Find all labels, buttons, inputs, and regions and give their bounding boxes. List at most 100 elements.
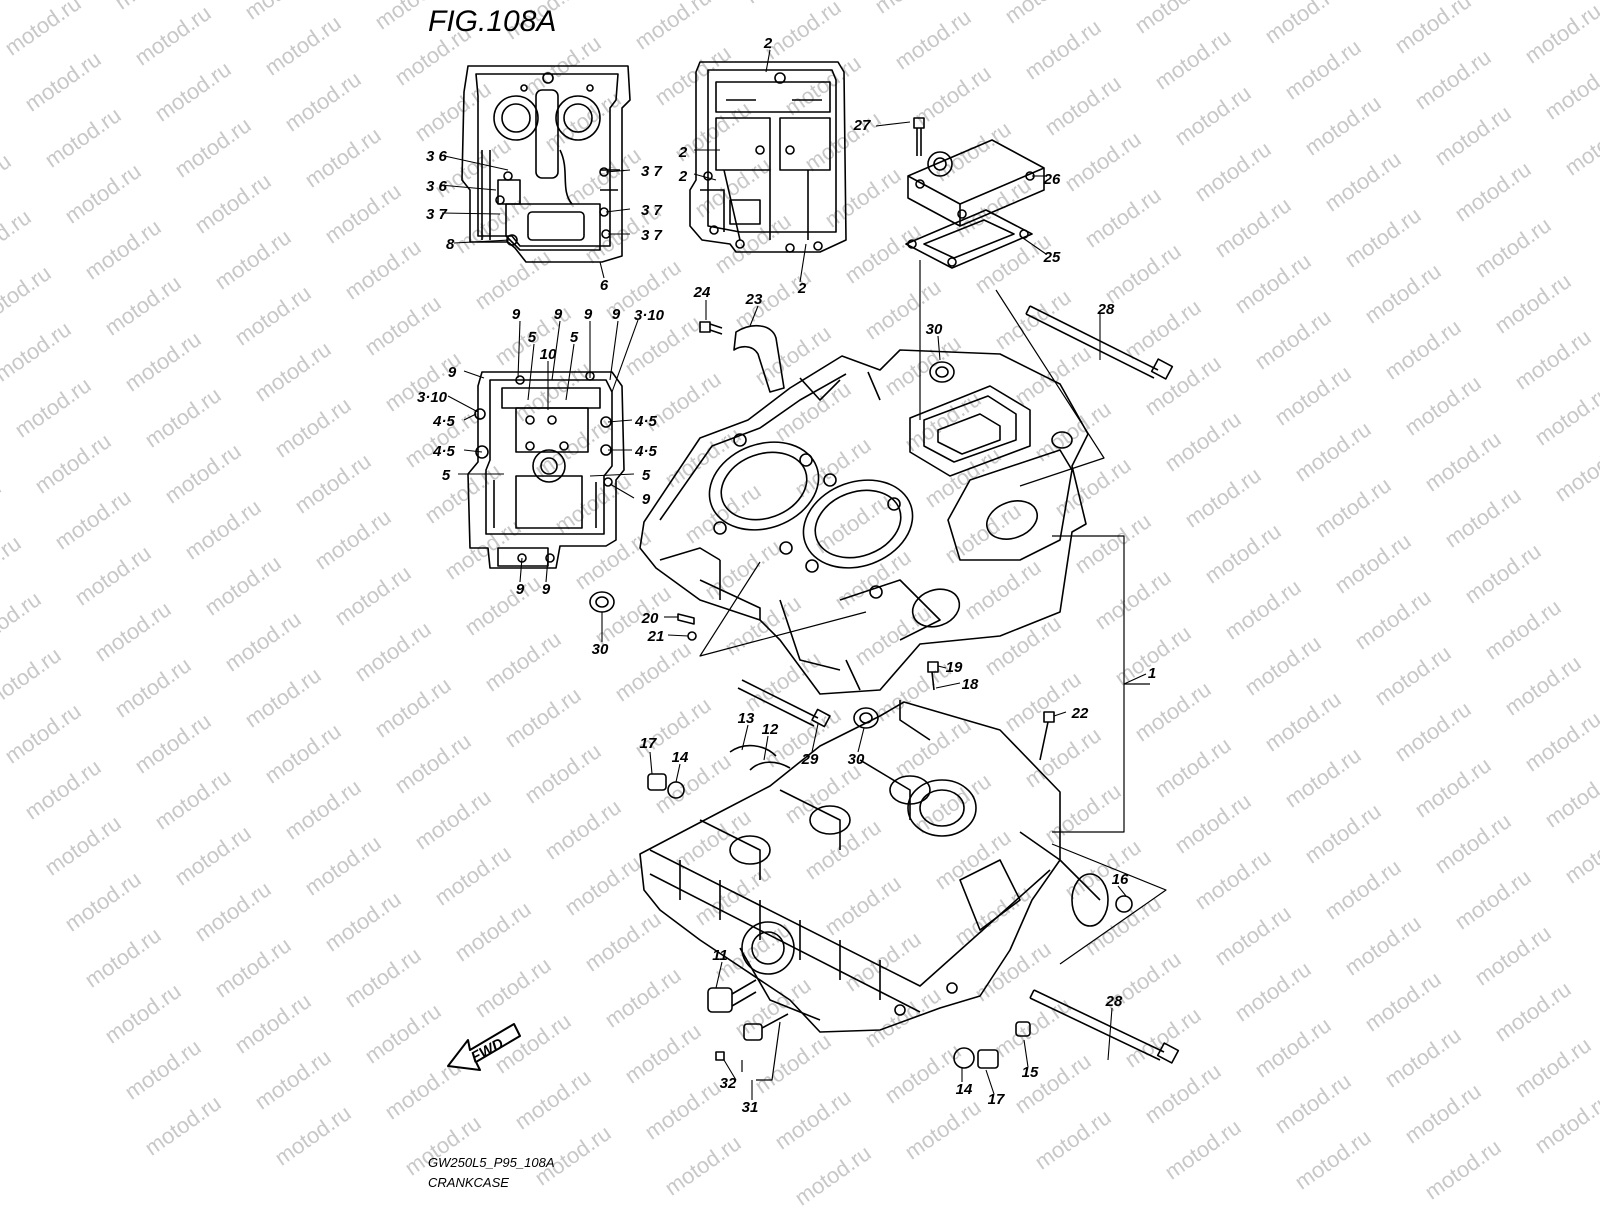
leader-line <box>1107 1007 1113 1061</box>
lower-crankcase <box>639 700 1109 1033</box>
callout-c51: 14 <box>672 749 689 766</box>
leader-line <box>611 319 639 393</box>
callout-c07: 3 7 <box>426 206 448 223</box>
callout-c15: 25 <box>1043 249 1061 266</box>
callout-c20: 9 <box>512 306 521 323</box>
callout-c25: 5 <box>528 329 537 346</box>
callout-c44: 1 <box>1148 665 1156 682</box>
callout-c28: 9 <box>448 364 457 381</box>
inset-upper-case-top <box>461 65 631 263</box>
callout-c11: 3 7 <box>641 202 663 219</box>
leader-line <box>1053 711 1067 717</box>
callout-c36: 9 <box>642 491 651 508</box>
leader-line <box>441 212 501 215</box>
small-parts <box>589 321 1133 1069</box>
callout-c41: 21 <box>647 628 665 645</box>
callout-c01: 2 <box>763 35 773 52</box>
leader-line <box>565 343 575 401</box>
callout-c46: 13 <box>738 710 755 727</box>
callout-c24: 3·10 <box>634 307 665 324</box>
figure-name: CRANKCASE <box>428 1175 509 1190</box>
callout-c48: 29 <box>801 751 819 768</box>
upper-crankcase <box>639 349 1089 695</box>
callout-c06: 3 6 <box>426 178 448 195</box>
leader-line <box>453 239 511 244</box>
bolt-28-upper <box>1025 305 1174 380</box>
leader-line <box>609 483 635 499</box>
leader-line <box>609 320 619 381</box>
leader-line <box>1123 673 1147 685</box>
callout-c14: 26 <box>1043 171 1061 188</box>
callout-c02: 2 <box>678 144 688 161</box>
callout-c54: 28 <box>1105 993 1123 1010</box>
callout-c10: 3 7 <box>641 163 663 180</box>
leader-line <box>605 169 631 173</box>
bolt-28-lower <box>1029 989 1180 1064</box>
leader-line <box>675 763 681 783</box>
callout-c39: 30 <box>592 641 609 658</box>
inset-upper-case-bottom <box>689 61 847 253</box>
callout-c16: 28 <box>1097 301 1115 318</box>
leader-line <box>589 473 635 477</box>
callout-c45: 22 <box>1071 705 1089 722</box>
callout-c23: 9 <box>612 306 621 323</box>
leader-line <box>649 751 653 775</box>
leader-line <box>463 370 485 379</box>
fwd-arrow-icon <box>447 1023 521 1071</box>
reference-lines <box>699 260 1167 1081</box>
figure-title: FIG.108A <box>428 5 556 38</box>
figure-code: GW250L5_P95_108A <box>428 1155 554 1170</box>
callout-c49: 30 <box>848 751 865 768</box>
leader-line <box>741 724 749 751</box>
callout-c58: 32 <box>720 1075 737 1092</box>
callout-c43: 18 <box>962 676 979 693</box>
leader-line <box>811 723 819 753</box>
callout-c19: 30 <box>926 321 943 338</box>
callout-c12: 3 7 <box>641 227 663 244</box>
callout-c29: 3·10 <box>417 389 448 406</box>
inset-lower-case-top <box>467 371 625 569</box>
callout-c08: 8 <box>446 236 455 253</box>
leader-line <box>527 343 535 401</box>
callout-c37: 9 <box>516 581 525 598</box>
callout-c04: 2 <box>797 280 807 297</box>
leader-line <box>765 49 771 73</box>
leader-line <box>693 173 717 181</box>
callout-c38: 9 <box>542 581 551 598</box>
callout-c27: 5 <box>570 329 579 346</box>
callout-c05: 3 6 <box>426 148 448 165</box>
callout-c31: 4·5 <box>432 443 455 460</box>
callout-c17: 24 <box>693 284 711 301</box>
callout-leaders <box>439 49 1147 1100</box>
leader-line <box>875 121 911 127</box>
leader-line <box>605 208 631 213</box>
leader-line <box>935 682 961 689</box>
leader-line <box>937 665 947 669</box>
leader-line <box>439 184 497 191</box>
leader-line <box>1117 885 1127 897</box>
leader-line <box>763 735 769 761</box>
leader-line <box>985 1069 995 1095</box>
callout-c47: 12 <box>762 721 779 738</box>
callout-c21: 9 <box>554 306 563 323</box>
callout-c53: 11 <box>712 947 728 964</box>
callout-c22: 9 <box>584 306 593 323</box>
leader-line <box>599 261 605 279</box>
leader-line <box>667 634 689 637</box>
leader-line <box>715 961 723 989</box>
callout-c55: 14 <box>956 1081 973 1098</box>
leader-line <box>463 413 477 421</box>
callout-c13: 27 <box>853 117 871 134</box>
leader-line <box>439 154 509 171</box>
leader-line <box>551 320 561 381</box>
leader-line <box>447 395 479 413</box>
leader-line <box>545 557 549 583</box>
callout-c56: 17 <box>988 1091 1005 1108</box>
leader-line <box>607 419 633 423</box>
cover-plate <box>907 139 1045 227</box>
callout-c33: 4·5 <box>634 443 657 460</box>
callout-c30: 4·5 <box>432 413 455 430</box>
